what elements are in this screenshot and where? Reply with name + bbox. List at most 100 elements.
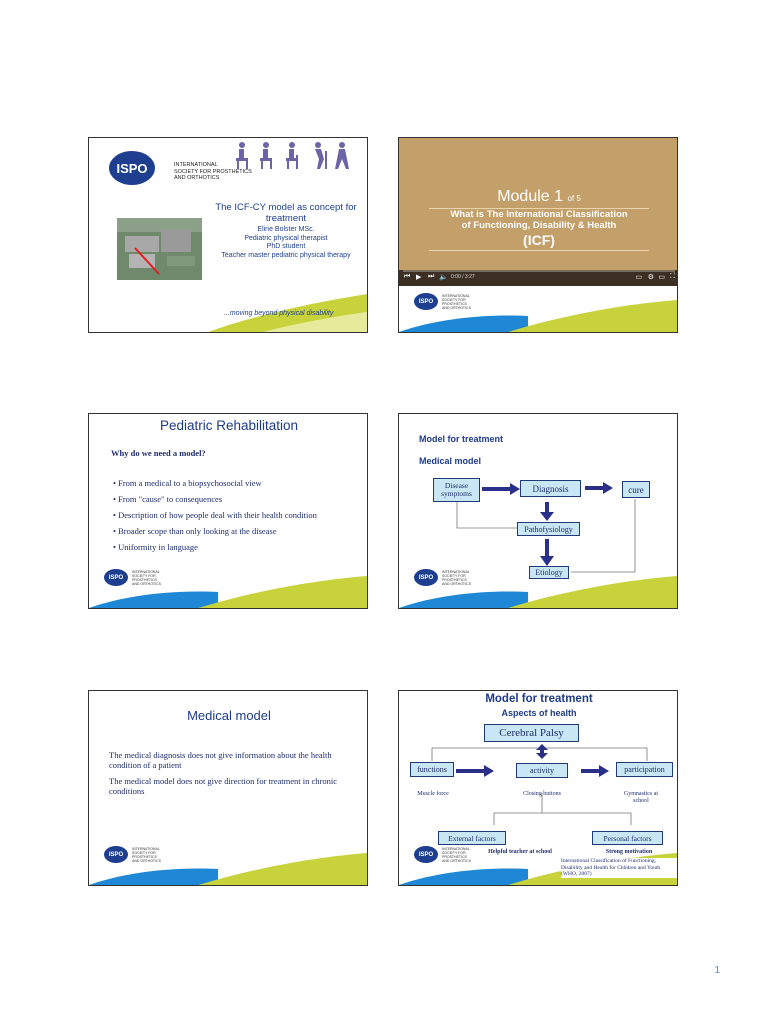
theater-icon[interactable]: ▭ xyxy=(658,273,665,281)
role-line: Pediatric physical therapist xyxy=(207,235,365,244)
participation-example: Gymnastics at school xyxy=(616,791,666,805)
module-heading: Module 1 of 5 xyxy=(399,188,678,206)
functions-box: functions xyxy=(410,762,454,777)
logo-text: ISPO xyxy=(419,852,433,858)
org-line: SOCIETY FOR PROSTHETICS xyxy=(442,298,478,306)
next-icon[interactable]: ⏭ xyxy=(428,273,434,281)
slide-icf-cy-title: ISPO INTERNATIONAL SOCIETY FOR PROSTHETI… xyxy=(88,137,368,333)
fullscreen-icon[interactable]: ⛶ xyxy=(670,273,675,281)
wheelchair-progression-icon xyxy=(234,141,366,171)
ispo-logo-icon: ISPO xyxy=(104,846,128,863)
bullet-text: Uniformity in language xyxy=(118,542,198,552)
play-icon[interactable]: ▶ xyxy=(416,273,421,281)
box-label: functions xyxy=(417,765,447,774)
ispo-logo-icon: ISPO xyxy=(414,569,438,586)
box-label: Diagnosis xyxy=(533,484,569,494)
divider xyxy=(429,250,649,251)
org-line: SOCIETY FOR PROSTHETICS xyxy=(132,574,168,582)
slide-icf-video: Module 1 of 5 What is The International … xyxy=(398,137,678,333)
video-subtitle: What is The International Classification… xyxy=(399,209,678,231)
reference-line: (WHO, 2007) xyxy=(561,871,677,878)
ispo-logo: ISPO xyxy=(109,151,155,185)
bullet-text: Broader scope than only looking at the d… xyxy=(118,526,276,536)
activity-example: Closing buttons xyxy=(509,791,575,797)
org-line: AND ORTHOTICS xyxy=(132,859,168,863)
bullet-item: • Broader scope than only looking at the… xyxy=(113,526,363,536)
presenter-info: Eline Bolster MSc. Pediatric physical th… xyxy=(207,226,365,260)
captions-icon[interactable]: ▭ xyxy=(635,273,642,281)
paragraph: The medical model does not give directio… xyxy=(109,776,344,796)
slide-title: The ICF-CY model as concept for treatmen… xyxy=(207,202,365,224)
cure-box: cure xyxy=(622,481,650,498)
page-number: 1 xyxy=(714,965,720,976)
bullet-text: From "cause" to consequences xyxy=(118,494,222,504)
org-line: SOCIETY FOR PROSTHETICS xyxy=(442,851,478,859)
org-line: AND ORTHOTICS xyxy=(442,582,478,586)
slide-title: Medical model xyxy=(89,708,368,723)
slide-title: Pediatric Rehabilitation xyxy=(89,418,368,433)
author-name: Eline Bolster MSc. xyxy=(207,226,365,235)
slide-icf-aspects-of-health: Model for treatment Aspects of health Ce… xyxy=(398,690,678,886)
org-line: AND ORTHOTICS xyxy=(442,859,478,863)
bullet-item: • From "cause" to consequences xyxy=(113,494,363,504)
reference-note: International Classification of Function… xyxy=(561,858,677,878)
progress-track[interactable] xyxy=(403,270,675,272)
org-line: AND ORTHOTICS xyxy=(174,175,252,182)
role-line: PhD student xyxy=(207,243,365,252)
health-condition-box: Cerebral Palsy xyxy=(484,724,579,742)
video-time: 0:00 / 3:27 xyxy=(451,274,475,280)
diagnosis-box: Diagnosis xyxy=(520,480,581,497)
bullet-item: • Description of how people deal with th… xyxy=(113,510,363,520)
video-frame[interactable]: Module 1 of 5 What is The International … xyxy=(399,138,678,286)
logo-text: ISPO xyxy=(109,575,123,581)
logo-text: ISPO xyxy=(419,575,433,581)
org-name-small: INTERNATIONALSOCIETY FOR PROSTHETICSAND … xyxy=(442,294,478,310)
box-label: cure xyxy=(628,485,644,495)
org-line: SOCIETY FOR PROSTHETICS xyxy=(132,851,168,859)
ispo-logo-icon: ISPO xyxy=(414,293,438,310)
box-label: Cerebral Palsy xyxy=(499,727,563,739)
box-label: activity xyxy=(530,766,554,775)
participation-box: participation xyxy=(616,762,673,777)
settings-icon[interactable]: ⚙ xyxy=(648,273,654,281)
volume-icon[interactable]: 🔈 xyxy=(439,273,448,281)
logo-text: ISPO xyxy=(109,852,123,858)
paragraph: The medical diagnosis does not give info… xyxy=(109,750,344,770)
org-line: AND ORTHOTICS xyxy=(132,582,168,586)
logo-text: ISPO xyxy=(419,299,433,305)
slide-pediatric-rehabilitation: Pediatric Rehabilitation Why do we need … xyxy=(88,413,368,609)
slide-medical-model-text: Medical model The medical diagnosis does… xyxy=(88,690,368,886)
role-line: Teacher master pediatric physical therap… xyxy=(207,252,365,261)
slide-medical-model-diagram: Model for treatment Medical model Diseas… xyxy=(398,413,678,609)
pathophysiology-box: Pathofysiology xyxy=(517,522,580,536)
video-acronym: (ICF) xyxy=(399,232,678,248)
building-aerial-photo xyxy=(117,218,202,280)
previous-icon[interactable]: ⏮ xyxy=(404,273,410,281)
org-line: AND ORTHOTICS xyxy=(442,306,478,310)
video-controls: ⏮ ▶ ⏭ 🔈 0:00 / 3:27 ▭ ⚙ ▭ ⛶ xyxy=(399,270,678,286)
external-factors-box: External factors xyxy=(438,831,506,845)
slide-question: Why do we need a model? xyxy=(111,448,206,458)
ispo-logo-icon: ISPO xyxy=(414,846,438,863)
box-label: Disease symptoms xyxy=(434,482,479,498)
bullet-list: • From a medical to a biopsychosocial vi… xyxy=(113,478,363,558)
bullet-text: Description of how people deal with thei… xyxy=(118,510,317,520)
box-label: Personal factors xyxy=(603,834,651,843)
logo-text: ISPO xyxy=(116,161,147,176)
module-label: Module 1 xyxy=(497,188,563,205)
module-count: of 5 xyxy=(567,194,580,203)
box-label: Pathofysiology xyxy=(524,525,572,534)
box-label: participation xyxy=(624,765,664,774)
functions-example: Muscle force xyxy=(405,791,461,797)
box-label: External factors xyxy=(448,834,496,843)
personal-factors-box: Personal factors xyxy=(592,831,663,845)
org-line: SOCIETY FOR PROSTHETICS xyxy=(442,574,478,582)
